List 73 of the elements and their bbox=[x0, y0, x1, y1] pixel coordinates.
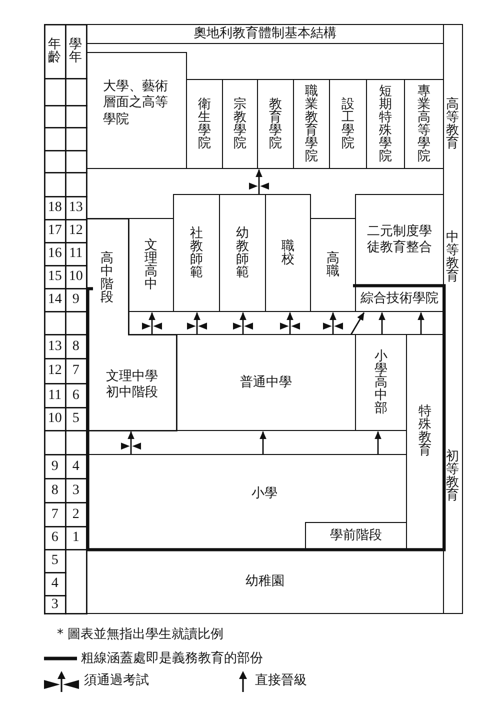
stage-label: 文理中學初中階段 bbox=[105, 368, 159, 402]
school-box: 大學、藝術層面之高等學院 bbox=[86, 52, 188, 170]
school-box: 小學高中部 bbox=[355, 334, 408, 432]
school-year-number: 13 bbox=[68, 201, 83, 216]
arrow bbox=[418, 312, 424, 335]
legend-text: 直接晉級 bbox=[255, 672, 307, 690]
age-number: 16 bbox=[48, 247, 62, 262]
exam-arrow bbox=[280, 312, 300, 335]
school-box: 普通中學 bbox=[176, 334, 356, 432]
school-box: 專業高等學院 bbox=[404, 79, 444, 170]
school-year-number: 6 bbox=[72, 388, 80, 403]
school-box: 學前階段 bbox=[304, 522, 407, 550]
stage-label: 高中階段 bbox=[100, 252, 114, 304]
age-number: 8 bbox=[51, 484, 58, 498]
age-number: 7 bbox=[51, 508, 58, 522]
exam-arrow bbox=[121, 432, 141, 455]
school-year-number: 4 bbox=[72, 460, 80, 474]
age-number: 12 bbox=[48, 364, 62, 378]
exam-arrow bbox=[187, 312, 207, 335]
legend-text: 須通過考試 bbox=[84, 672, 149, 690]
school-box: 教育學院 bbox=[257, 79, 294, 170]
exam-arrow bbox=[323, 312, 343, 335]
age-number: 6 bbox=[51, 531, 58, 546]
school-box bbox=[86, 218, 178, 432]
age-number: 10 bbox=[48, 412, 62, 426]
arrow bbox=[260, 431, 266, 455]
school-year-number: 3 bbox=[72, 484, 80, 498]
arrow bbox=[378, 312, 386, 335]
school-year-number: 8 bbox=[72, 340, 80, 354]
title: 奧地利教育體制基本結構 bbox=[86, 24, 444, 44]
level-column bbox=[443, 24, 464, 614]
age-number: 18 bbox=[48, 201, 62, 216]
school-box: 職業教育學院 bbox=[293, 79, 330, 170]
age-number: 5 bbox=[51, 554, 58, 568]
school-year-number: 10 bbox=[68, 270, 83, 284]
column-header: 學年 bbox=[68, 38, 83, 64]
school-box: 短期特殊學院 bbox=[366, 79, 406, 170]
age-number: 15 bbox=[48, 270, 62, 284]
age-number: 9 bbox=[51, 460, 58, 474]
school-box: 職校 bbox=[265, 194, 312, 312]
school-year-number: 9 bbox=[72, 293, 80, 308]
age-number: 3 bbox=[51, 598, 58, 612]
exam-arrow bbox=[249, 169, 269, 195]
level-label: 初等教育 bbox=[445, 450, 460, 502]
arrow bbox=[350, 312, 365, 335]
arrow bbox=[374, 431, 382, 455]
school-year-number: 5 bbox=[72, 412, 80, 426]
school-box: 高職 bbox=[310, 218, 356, 312]
age-number: 13 bbox=[48, 340, 62, 354]
school-year-number: 11 bbox=[69, 247, 83, 262]
age-number: 11 bbox=[48, 388, 62, 403]
school-year-number: 2 bbox=[72, 508, 80, 522]
age-number: 17 bbox=[48, 224, 62, 238]
school-box: 幼教師範 bbox=[219, 194, 266, 312]
school-box: 設工學院 bbox=[329, 79, 368, 170]
level-label: 中等教育 bbox=[445, 230, 460, 283]
exam-arrow bbox=[233, 312, 253, 335]
school-year-number: 12 bbox=[68, 224, 83, 238]
school-year-number: 7 bbox=[72, 364, 80, 378]
school-year-number: 1 bbox=[72, 531, 80, 546]
column-header: 年齡 bbox=[48, 38, 62, 64]
school-box bbox=[86, 454, 408, 550]
school-box: 宗教學院 bbox=[222, 79, 258, 170]
level-label: 高等教育 bbox=[445, 98, 460, 150]
age-number: 14 bbox=[48, 293, 62, 308]
legend-text: 粗線涵蓋處即是義務教育的部份 bbox=[81, 650, 263, 668]
school-label: 小學 bbox=[252, 485, 278, 502]
school-box: 社教師範 bbox=[173, 194, 220, 312]
footnote: * 圖表並無指出學生就讀比例 bbox=[57, 626, 224, 644]
school-box: 衛生學院 bbox=[186, 79, 224, 170]
exam-arrow bbox=[142, 312, 162, 335]
age-number: 4 bbox=[51, 577, 58, 592]
school-box: 文理高中 bbox=[128, 218, 174, 312]
